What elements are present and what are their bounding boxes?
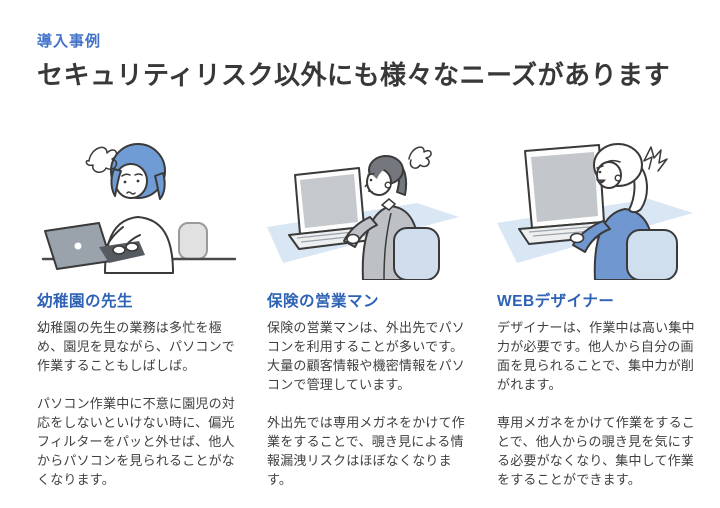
laptop-open <box>518 144 612 246</box>
stress-squiggle-icon <box>408 146 432 170</box>
case-text: 幼稚園の先生の業務は多忙を極め、園児を見ながら、パソコンで作業することもしばしば… <box>37 318 237 489</box>
page-title: セキュリティリスク以外にも様々なニーズがあります <box>37 60 671 90</box>
case-paragraph: パソコン作業中に不意に園児の対応をしないといけない時に、偏光フィルターをパッと外… <box>37 396 236 488</box>
case-heading-kindergarten-teacher: 幼稚園の先生 <box>37 293 134 311</box>
illustration-insurance-salesman <box>267 135 467 281</box>
hands-on-keyboard <box>112 242 139 255</box>
surprise-spark-icon <box>643 146 668 172</box>
case-paragraph: 幼稚園の先生の業務は多忙を極め、園児を見ながら、パソコンで作業することもしばしば… <box>37 320 236 374</box>
case-heading-web-designer: WEBデザイナー <box>497 293 615 311</box>
illustration-kindergarten-teacher <box>37 135 237 280</box>
eyebrow-label: 導入事例 <box>37 33 102 50</box>
case-columns: 幼稚園の先生 幼稚園の先生の業務は多忙を極め、園児を見ながら、パソコンで作業する… <box>37 135 697 508</box>
teacher-illustration-svg <box>41 143 237 275</box>
salesman-illustration-svg <box>267 146 459 281</box>
case-text: デザイナーは、作業中は高い集中力が必要です。他人から自分の画面を見られることで、… <box>497 318 697 489</box>
case-text: 保険の営業マンは、外出先でパソコンを利用することが多いです。大量の顧客情報や機密… <box>267 318 467 489</box>
laptop-logo-dot <box>74 242 82 250</box>
stress-scribble-icon <box>85 146 118 174</box>
chair <box>626 229 678 281</box>
illustration-web-designer <box>497 135 697 281</box>
case-card-web-designer: WEBデザイナー デザイナーは、作業中は高い集中力が必要です。他人から自分の画面… <box>497 135 697 508</box>
case-paragraph: デザイナーは、作業中は高い集中力が必要です。他人から自分の画面を見られることで、… <box>497 320 695 393</box>
case-card-insurance-salesman: 保険の営業マン 保険の営業マンは、外出先でパソコンを利用することが多いです。大量… <box>267 135 467 508</box>
case-paragraph: 保険の営業マンは、外出先でパソコンを利用することが多いです。大量の顧客情報や機密… <box>267 320 466 393</box>
chair <box>393 227 440 281</box>
case-paragraph: 外出先では専用メガネをかけて作業をすることで、覗き見による情報漏洩リスクはほぼな… <box>267 415 466 488</box>
case-card-kindergarten-teacher: 幼稚園の先生 幼稚園の先生の業務は多忙を極め、園児を見ながら、パソコンで作業する… <box>37 135 237 508</box>
chair <box>178 222 208 261</box>
case-heading-insurance-salesman: 保険の営業マン <box>267 293 380 311</box>
page: 導入事例 セキュリティリスク以外にも様々なニーズがあります <box>37 33 695 488</box>
case-paragraph: 専用メガネをかけて作業をすることで、他人からの覗き見を気にする必要がなくなり、集… <box>497 415 696 488</box>
designer-illustration-svg <box>497 143 693 281</box>
